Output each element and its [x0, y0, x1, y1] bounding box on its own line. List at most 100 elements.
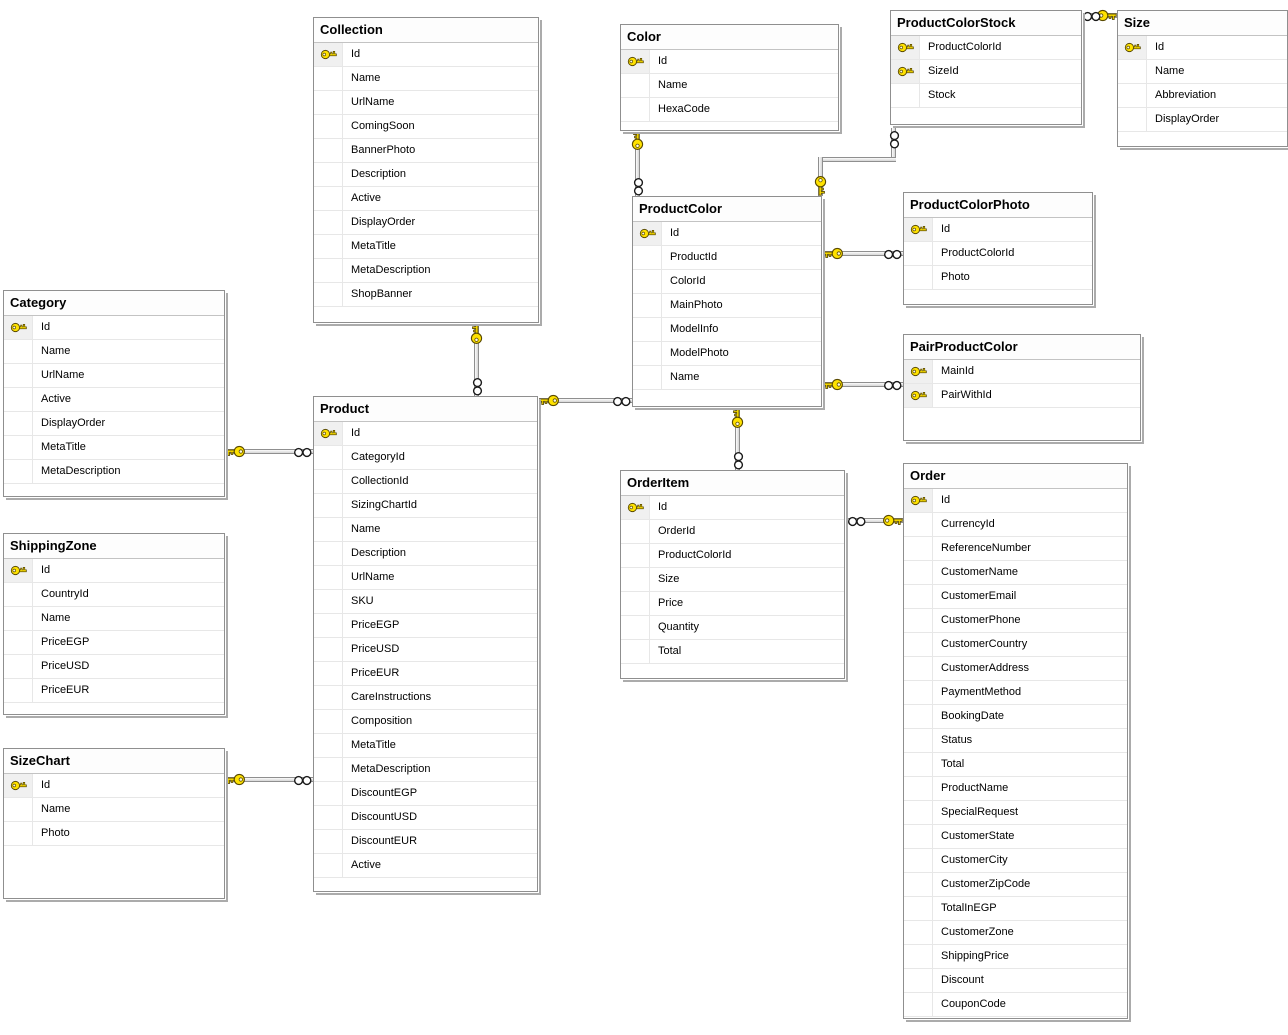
table-row[interactable]: CategoryId: [314, 446, 537, 470]
table-row[interactable]: Active: [4, 388, 224, 412]
column-name[interactable]: DiscountUSD: [351, 811, 418, 823]
column-name[interactable]: TotalInEGP: [941, 902, 997, 914]
table-row[interactable]: Id: [4, 774, 224, 798]
table-row[interactable]: Name: [4, 607, 224, 631]
column-name[interactable]: Active: [41, 393, 71, 405]
column-name[interactable]: PriceUSD: [351, 643, 400, 655]
column-name[interactable]: Active: [351, 192, 381, 204]
column-name[interactable]: PaymentMethod: [941, 686, 1022, 698]
table-row[interactable]: Description: [314, 542, 537, 566]
table-row[interactable]: Id: [1118, 36, 1287, 60]
column-name[interactable]: DisplayOrder: [41, 417, 106, 429]
column-name[interactable]: Name: [658, 79, 688, 91]
table-row[interactable]: ColorId: [633, 270, 821, 294]
column-name[interactable]: Name: [41, 612, 71, 624]
table-row[interactable]: Status: [904, 729, 1127, 753]
column-name[interactable]: Id: [941, 494, 951, 506]
table-row[interactable]: Name: [314, 67, 538, 91]
column-name[interactable]: ProductColorId: [941, 247, 1015, 259]
column-name[interactable]: SizeId: [928, 65, 959, 77]
table-row[interactable]: CustomerPhone: [904, 609, 1127, 633]
column-name[interactable]: PairWithId: [941, 389, 992, 401]
column-name[interactable]: PriceEUR: [351, 667, 400, 679]
table-row[interactable]: SizingChartId: [314, 494, 537, 518]
column-name[interactable]: PriceEGP: [41, 636, 90, 648]
table-row[interactable]: MetaDescription: [314, 259, 538, 283]
column-name[interactable]: PriceEGP: [351, 619, 400, 631]
table-row[interactable]: Id: [4, 559, 224, 583]
column-name[interactable]: ComingSoon: [351, 120, 415, 132]
column-name[interactable]: DiscountEUR: [351, 835, 418, 847]
table-row[interactable]: ModelPhoto: [633, 342, 821, 366]
column-name[interactable]: Abbreviation: [1155, 89, 1217, 101]
table-row[interactable]: MetaDescription: [314, 758, 537, 782]
column-name[interactable]: Stock: [928, 89, 956, 101]
table-row[interactable]: ModelInfo: [633, 318, 821, 342]
table-row[interactable]: MetaTitle: [314, 235, 538, 259]
column-name[interactable]: UrlName: [41, 369, 85, 381]
table-row[interactable]: DiscountEGP: [314, 782, 537, 806]
table-row[interactable]: PriceEUR: [314, 662, 537, 686]
column-name[interactable]: CustomerEmail: [941, 590, 1017, 602]
table-row[interactable]: Name: [1118, 60, 1287, 84]
table-row[interactable]: Abbreviation: [1118, 84, 1287, 108]
table-row[interactable]: Name: [4, 340, 224, 364]
column-name[interactable]: Size: [658, 573, 680, 585]
column-name[interactable]: UrlName: [351, 571, 395, 583]
table-row[interactable]: Id: [621, 50, 838, 74]
table-row[interactable]: Description: [314, 163, 538, 187]
column-name[interactable]: Id: [41, 779, 51, 791]
column-name[interactable]: MetaDescription: [351, 763, 431, 775]
column-name[interactable]: Id: [658, 55, 668, 67]
table-title[interactable]: ShippingZone: [4, 534, 224, 559]
column-name[interactable]: SKU: [351, 595, 374, 607]
table-row[interactable]: Id: [904, 489, 1127, 513]
column-name[interactable]: Description: [351, 168, 407, 180]
column-name[interactable]: CategoryId: [351, 451, 405, 463]
table-row[interactable]: CountryId: [4, 583, 224, 607]
column-name[interactable]: HexaCode: [658, 103, 710, 115]
table-row[interactable]: CustomerZone: [904, 921, 1127, 945]
table-row[interactable]: Photo: [904, 266, 1092, 290]
table-row[interactable]: PairWithId: [904, 384, 1140, 408]
column-name[interactable]: ReferenceNumber: [941, 542, 1031, 554]
table-row[interactable]: ProductColorId: [621, 544, 844, 568]
column-name[interactable]: ProductName: [941, 782, 1009, 794]
column-name[interactable]: PriceUSD: [41, 660, 90, 672]
column-name[interactable]: CustomerCountry: [941, 638, 1028, 650]
column-name[interactable]: Price: [658, 597, 684, 609]
table-row[interactable]: DiscountEUR: [314, 830, 537, 854]
column-name[interactable]: CustomerState: [941, 830, 1015, 842]
relationship-line[interactable]: [635, 130, 640, 196]
table-row[interactable]: PaymentMethod: [904, 681, 1127, 705]
table-row[interactable]: UrlName: [4, 364, 224, 388]
table-row[interactable]: PriceUSD: [314, 638, 537, 662]
column-name[interactable]: Photo: [41, 827, 70, 839]
table-title[interactable]: ProductColorPhoto: [904, 193, 1092, 218]
relationship-line[interactable]: [538, 398, 632, 403]
table-row[interactable]: CollectionId: [314, 470, 537, 494]
table-row[interactable]: CustomerEmail: [904, 585, 1127, 609]
table-row[interactable]: MetaTitle: [314, 734, 537, 758]
relationship-line[interactable]: [845, 518, 903, 523]
table-row[interactable]: BookingDate: [904, 705, 1127, 729]
table-row[interactable]: DiscountUSD: [314, 806, 537, 830]
column-name[interactable]: DisplayOrder: [1155, 113, 1220, 125]
column-name[interactable]: MainPhoto: [670, 299, 723, 311]
column-name[interactable]: Name: [351, 523, 381, 535]
table-row[interactable]: CustomerAddress: [904, 657, 1127, 681]
column-name[interactable]: Name: [1155, 65, 1185, 77]
table-row[interactable]: MetaDescription: [4, 460, 224, 484]
table-row[interactable]: MetaTitle: [4, 436, 224, 460]
table-row[interactable]: MainId: [904, 360, 1140, 384]
table-row[interactable]: Id: [314, 43, 538, 67]
table-row[interactable]: Size: [621, 568, 844, 592]
table-row[interactable]: Name: [314, 518, 537, 542]
column-name[interactable]: Id: [351, 48, 361, 60]
column-name[interactable]: CareInstructions: [351, 691, 432, 703]
